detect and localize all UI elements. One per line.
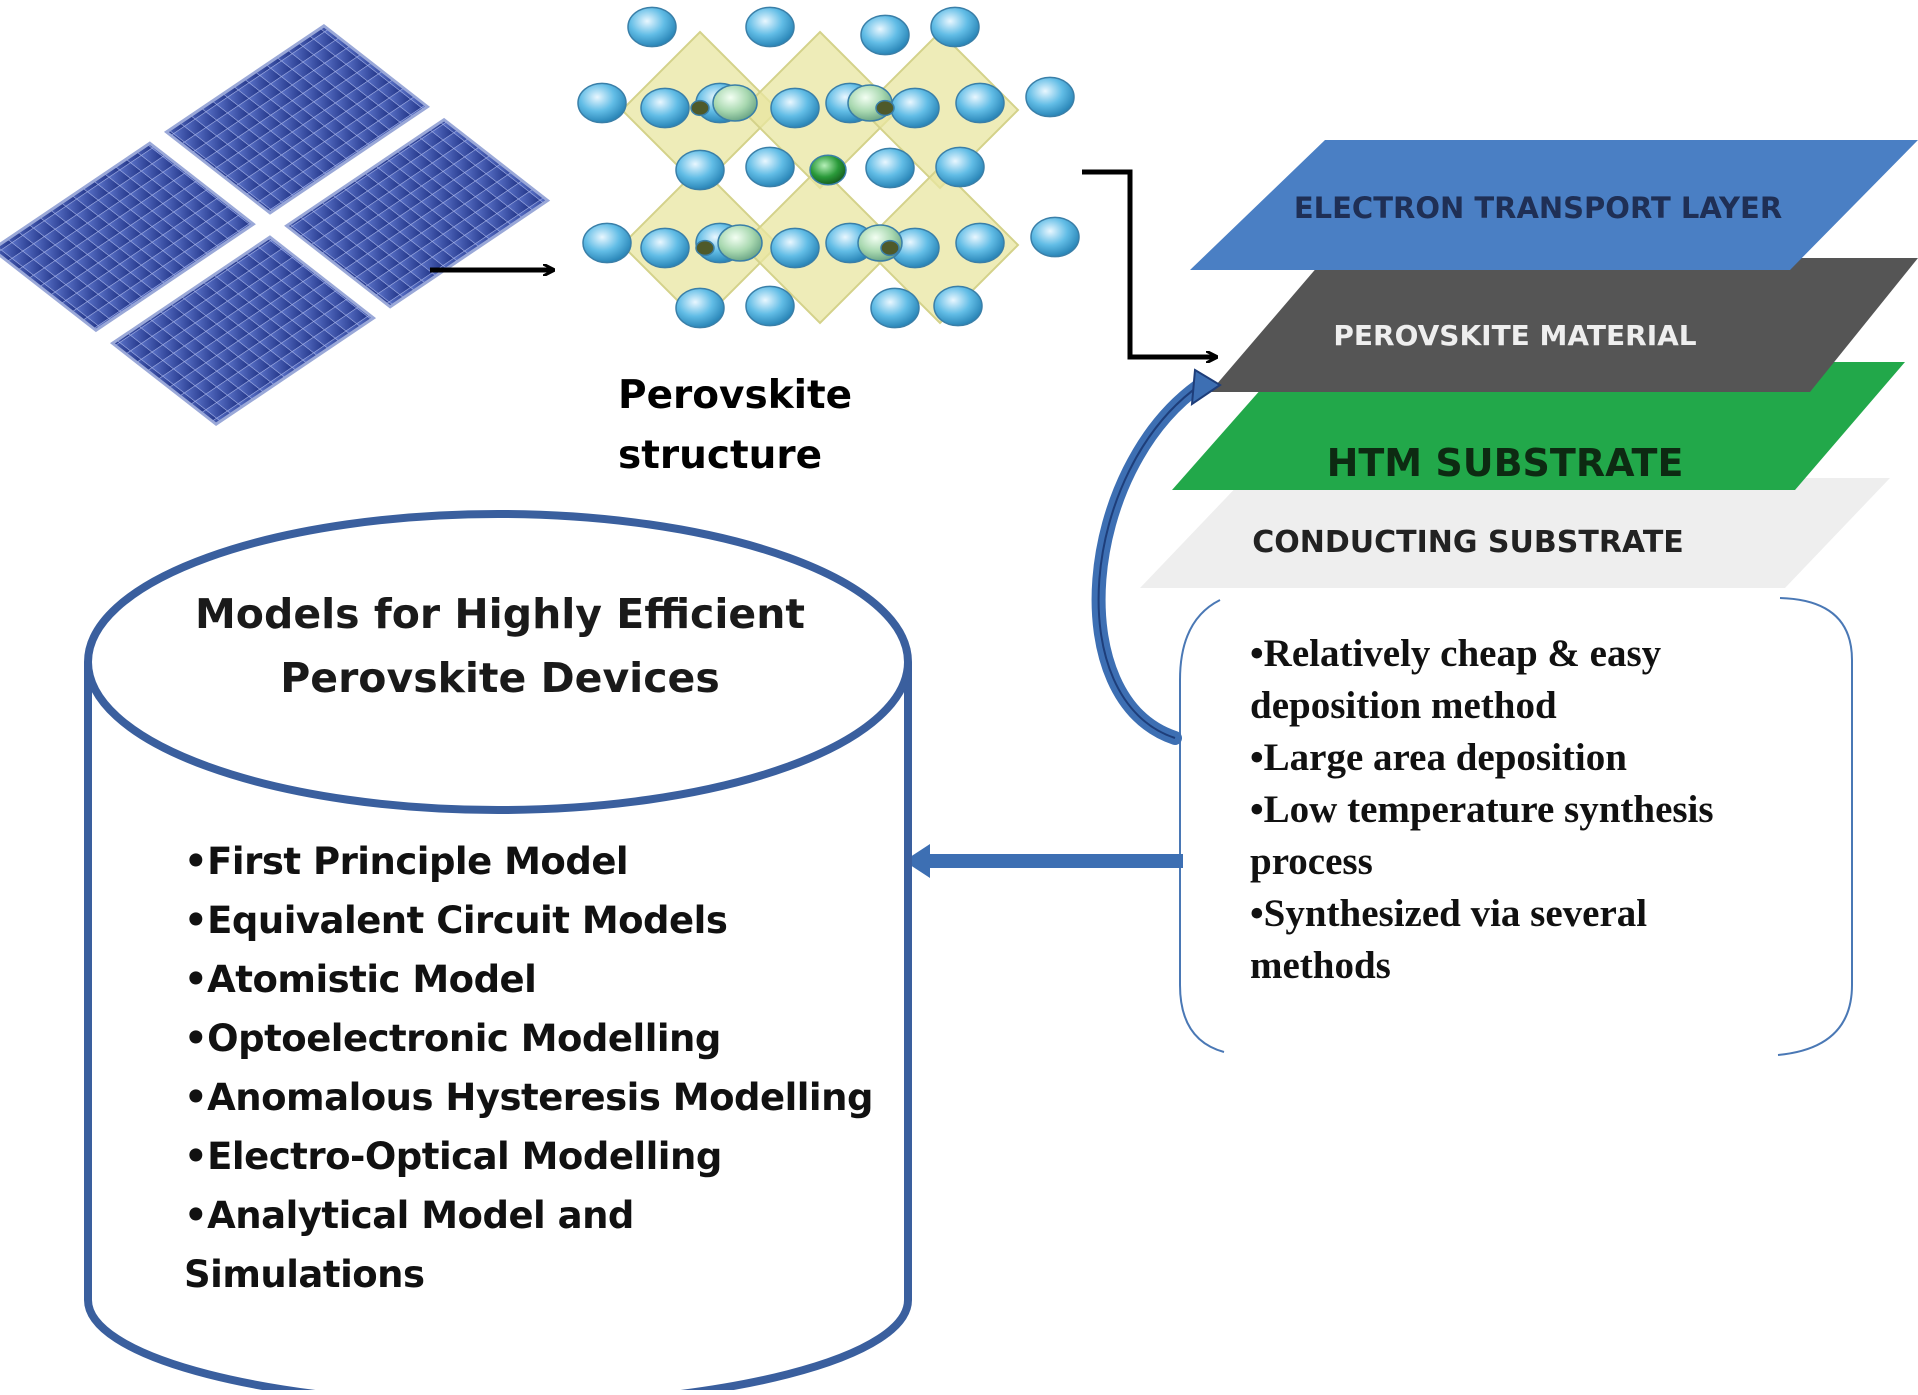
x-site-atom bbox=[933, 285, 983, 327]
solar-module bbox=[284, 117, 551, 309]
model-item: •Atomistic Model bbox=[184, 958, 537, 1001]
models-cylinder bbox=[84, 510, 912, 1395]
model-item: •First Principle Model bbox=[184, 840, 629, 883]
x-site-atom bbox=[640, 87, 690, 129]
models-list: •First Principle Model •Equivalent Circui… bbox=[184, 832, 884, 1304]
x-site-atom bbox=[770, 87, 820, 129]
feature-item: •Large area deposition bbox=[1250, 736, 1627, 779]
layer-3: HTM SUBSTRATE bbox=[1172, 362, 1905, 490]
model-item: •Electro-Optical Modelling bbox=[184, 1135, 722, 1178]
x-site-atom bbox=[770, 227, 820, 269]
x-site-atom bbox=[860, 14, 910, 56]
x-site-atom bbox=[935, 146, 985, 188]
a-site-atom bbox=[809, 154, 847, 186]
x-site-atom bbox=[745, 6, 795, 48]
x-site-atom bbox=[675, 287, 725, 329]
layer-1: ELECTRON TRANSPORT LAYER bbox=[1190, 140, 1918, 270]
x-site-atom bbox=[870, 287, 920, 329]
octahedron-shape bbox=[740, 165, 900, 325]
x-site-atom bbox=[955, 222, 1005, 264]
metal-atom bbox=[875, 99, 895, 117]
octahedron-shape bbox=[860, 165, 1020, 325]
metal-atom bbox=[690, 99, 710, 117]
feature-item: •Low temperature synthesis process bbox=[1250, 788, 1714, 883]
solar-module bbox=[0, 141, 256, 333]
model-item: •Optoelectronic Modelling bbox=[184, 1017, 721, 1060]
x-site-atom bbox=[675, 149, 725, 191]
x-site-atom bbox=[582, 222, 632, 264]
layer-stack: CONDUCTING SUBSTRATE HTM SUBSTRATE PEROVSK… bbox=[1140, 140, 1918, 588]
curved-arrow-icon bbox=[1091, 368, 1222, 745]
b-site-atom bbox=[717, 224, 763, 262]
models-title: Models for Highly Efficient Perovskite D… bbox=[195, 590, 805, 702]
x-site-atom bbox=[1030, 216, 1080, 258]
feature-item: •Relatively cheap & easy deposition meth… bbox=[1250, 632, 1662, 727]
solar-module bbox=[109, 235, 377, 427]
layer-shape bbox=[1140, 478, 1890, 588]
x-site-atom bbox=[745, 146, 795, 188]
x-site-atom bbox=[627, 6, 677, 48]
structure-caption: Perovskite structure bbox=[618, 373, 853, 478]
x-site-atom bbox=[955, 82, 1005, 124]
x-site-atom bbox=[890, 87, 940, 129]
perovskite-structure-image bbox=[577, 6, 1080, 329]
x-site-atom bbox=[745, 285, 795, 327]
solar-module bbox=[163, 23, 431, 215]
x-site-atom bbox=[640, 227, 690, 269]
layer-label: CONDUCTING SUBSTRATE bbox=[1252, 525, 1684, 560]
features-box bbox=[1179, 597, 1853, 1056]
layer-4: CONDUCTING SUBSTRATE bbox=[1140, 478, 1890, 588]
layer-shape bbox=[1210, 258, 1918, 392]
arrow-structure-to-layers bbox=[1082, 169, 1215, 357]
arrow-features-to-models bbox=[904, 844, 1183, 878]
layer-label: ELECTRON TRANSPORT LAYER bbox=[1294, 191, 1782, 225]
x-site-atom bbox=[577, 82, 627, 124]
layer-label: PEROVSKITE MATERIAL bbox=[1333, 319, 1696, 352]
x-site-atom bbox=[1025, 76, 1075, 118]
model-item: •Equivalent Circuit Models bbox=[184, 899, 728, 942]
layer-shape bbox=[1190, 140, 1918, 270]
x-site-atom bbox=[865, 147, 915, 189]
layer-2: PEROVSKITE MATERIAL bbox=[1210, 258, 1918, 392]
b-site-atom bbox=[712, 84, 758, 122]
metal-atom bbox=[880, 239, 900, 257]
solar-panel-image bbox=[0, 23, 551, 427]
layer-label: HTM SUBSTRATE bbox=[1327, 441, 1684, 485]
model-item: •Analytical Model and Simulations bbox=[184, 1194, 634, 1296]
layer-shape bbox=[1172, 362, 1905, 490]
feature-item: •Synthesized via several methods bbox=[1250, 892, 1648, 987]
model-item: •Anomalous Hysteresis Modelling bbox=[184, 1076, 873, 1119]
features-list: •Relatively cheap & easy deposition meth… bbox=[1250, 628, 1740, 992]
metal-atom bbox=[695, 239, 715, 257]
x-site-atom bbox=[930, 6, 980, 48]
